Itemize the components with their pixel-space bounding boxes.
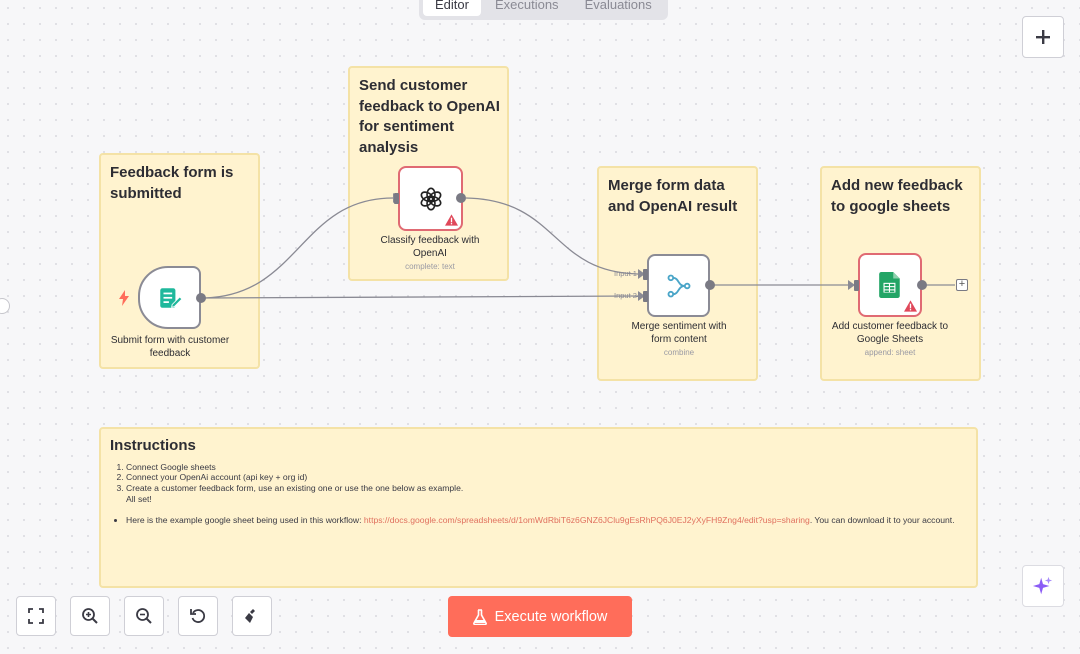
ai-assistant-button[interactable] xyxy=(1022,565,1064,607)
instructions-steps: Connect Google sheets Connect your OpenA… xyxy=(104,462,976,505)
node-merge[interactable] xyxy=(647,254,710,317)
connection-submit-merge xyxy=(204,295,641,299)
instruction-step-text: Create a customer feedback form, use an … xyxy=(126,483,464,494)
warning-icon xyxy=(904,300,917,312)
undo-icon xyxy=(190,609,206,623)
google-sheet-link[interactable]: https://docs.google.com/spreadsheets/d/1… xyxy=(363,514,810,525)
input-handle-2[interactable] xyxy=(643,291,648,302)
openai-icon xyxy=(420,186,441,211)
sparkles-icon xyxy=(1032,576,1053,595)
input-handle-1[interactable] xyxy=(643,269,648,280)
instructions-notes: Here is the example google sheet being u… xyxy=(104,515,976,526)
node-label: Merge sentiment with form content xyxy=(631,321,727,345)
google-sheets-icon xyxy=(879,272,900,298)
input-handle[interactable] xyxy=(394,193,399,204)
broom-icon xyxy=(245,609,255,623)
execute-workflow-label: Execute workflow xyxy=(494,608,608,625)
tab-evaluations[interactable]: Evaluations xyxy=(584,0,652,12)
node-subtitle: combine xyxy=(663,348,695,357)
reset-zoom-button[interactable] xyxy=(178,596,218,636)
note-prefix: Here is the example google sheet being u… xyxy=(126,514,364,525)
node-google-sheets[interactable] xyxy=(858,253,922,317)
trigger-bolt-icon xyxy=(119,290,129,306)
sticky-title: Add new feedback to google sheets xyxy=(831,177,963,215)
form-icon xyxy=(159,287,183,308)
node-label: Classify feedback with OpenAI xyxy=(380,235,480,259)
merge-icon xyxy=(667,274,690,297)
instructions-title: Instructions xyxy=(110,437,196,454)
input-label-2: Input 2 xyxy=(614,291,637,300)
zoom-out-icon xyxy=(136,608,152,624)
warning-icon xyxy=(445,214,458,226)
fit-view-button[interactable] xyxy=(16,596,56,636)
view-tabs: Editor Executions Evaluations xyxy=(419,0,668,20)
node-submit-form[interactable] xyxy=(138,266,201,329)
instruction-step: Create a customer feedback form, use an … xyxy=(126,483,976,505)
flask-icon xyxy=(472,608,487,625)
sticky-title: Send customer feedback to OpenAI for sen… xyxy=(359,77,500,156)
node-classify-openai[interactable] xyxy=(398,166,463,231)
execute-workflow-button[interactable]: Execute workflow xyxy=(448,596,632,637)
canvas-edge-handle[interactable] xyxy=(0,298,10,314)
output-handle[interactable] xyxy=(456,193,466,203)
fullscreen-icon xyxy=(28,608,44,624)
instruction-note: Here is the example google sheet being u… xyxy=(126,515,976,526)
zoom-in-button[interactable] xyxy=(70,596,110,636)
zoom-in-icon xyxy=(82,608,98,624)
tab-editor[interactable]: Editor xyxy=(423,0,481,16)
output-handle[interactable] xyxy=(705,280,715,290)
sticky-instructions[interactable]: Instructions Connect Google sheets Conne… xyxy=(99,427,978,588)
tab-executions[interactable]: Executions xyxy=(494,0,559,12)
sticky-sheets[interactable]: Add new feedback to google sheets xyxy=(820,166,981,381)
plus-icon xyxy=(1036,30,1050,44)
instruction-step: Connect Google sheets xyxy=(126,462,976,473)
add-node-button[interactable]: + xyxy=(956,279,968,291)
input-label-1: Input 1 xyxy=(614,269,637,278)
instruction-step-text: All set! xyxy=(126,493,152,504)
sticky-title: Merge form data and OpenAI result xyxy=(608,177,738,215)
node-label: Submit form with customer feedback xyxy=(110,335,230,359)
node-label: Add customer feedback to Google Sheets xyxy=(831,321,949,345)
output-handle[interactable] xyxy=(917,280,927,290)
output-handle[interactable] xyxy=(196,293,206,303)
add-node-panel-button[interactable] xyxy=(1022,16,1064,58)
input-handle[interactable] xyxy=(854,280,859,291)
tidy-up-button[interactable] xyxy=(232,596,272,636)
zoom-out-button[interactable] xyxy=(124,596,164,636)
node-subtitle: append: sheet xyxy=(864,348,916,357)
node-subtitle: complete: text xyxy=(405,262,455,271)
note-suffix: . You can download it to your account. xyxy=(809,514,955,525)
sticky-title: Feedback form is submitted xyxy=(110,164,234,202)
instruction-step: Connect your OpenAi account (api key + o… xyxy=(126,472,976,483)
